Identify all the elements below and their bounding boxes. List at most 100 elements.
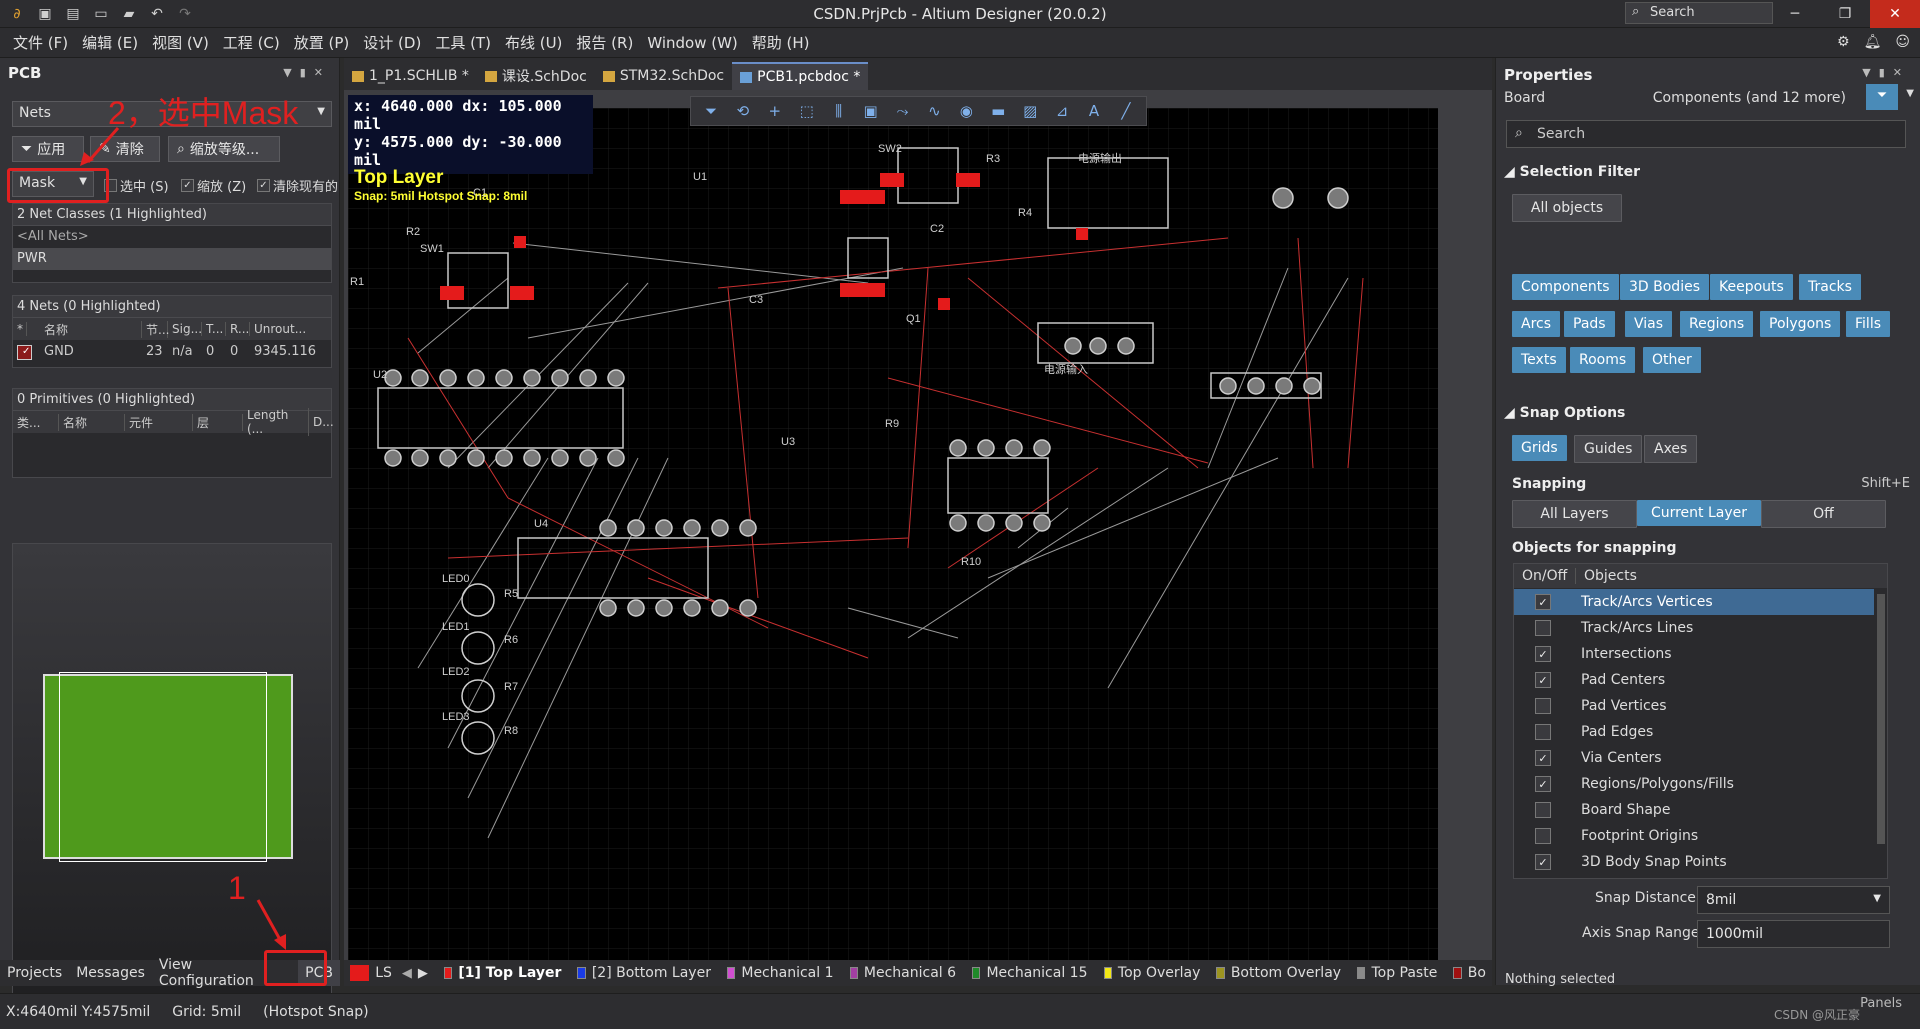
filter-button[interactable]: ⏷: [1866, 84, 1898, 110]
notification-icon[interactable]: 🔔︎: [1863, 34, 1882, 50]
checkbox-box[interactable]: [1535, 724, 1551, 740]
snap-object-row[interactable]: Pad Edges: [1514, 719, 1874, 745]
tab-view-configuration[interactable]: View Configuration: [158, 957, 254, 989]
col-d[interactable]: D...: [313, 415, 334, 429]
layer-tab-mech1[interactable]: Mechanical 1: [741, 965, 834, 981]
mode-select[interactable]: Nets▼: [12, 101, 332, 127]
title-search-input[interactable]: ⌕Search: [1625, 2, 1773, 24]
filter-vias[interactable]: Vias: [1625, 311, 1673, 337]
col-layer[interactable]: 层: [193, 413, 243, 431]
menu-help[interactable]: 帮助 (H): [751, 34, 810, 52]
cross-icon[interactable]: +: [768, 102, 782, 120]
layer-tab-top[interactable]: [1] Top Layer: [458, 965, 562, 981]
filter-3d-bodies[interactable]: 3D Bodies: [1620, 274, 1709, 300]
filter-pads[interactable]: Pads: [1564, 311, 1615, 337]
checkbox-box[interactable]: [1535, 802, 1551, 818]
snap-object-row[interactable]: Track/Arcs Lines: [1514, 615, 1874, 641]
checkbox-box[interactable]: ✓: [1535, 776, 1551, 792]
designator-label[interactable]: C3: [749, 294, 763, 306]
menu-design[interactable]: 设计 (D): [363, 34, 422, 52]
align-icon[interactable]: ⫼: [835, 102, 843, 120]
net-class-item[interactable]: <All Nets>: [17, 229, 89, 244]
net-class-item[interactable]: PWR: [13, 248, 331, 270]
chevron-right-icon[interactable]: ▶: [417, 965, 428, 981]
designator-label[interactable]: R10: [961, 556, 981, 568]
doc-tab-stm32-sch[interactable]: STM32.SchDoc: [595, 62, 732, 90]
checkbox-box[interactable]: [1535, 828, 1551, 844]
designator-label[interactable]: U3: [781, 436, 795, 448]
snap-object-row[interactable]: ✓Via Centers: [1514, 745, 1874, 771]
snap-object-row[interactable]: ✓Track/Arcs Vertices: [1514, 589, 1874, 615]
snap-object-row[interactable]: ✓Regions/Polygons/Fills: [1514, 771, 1874, 797]
col-objects[interactable]: Objects: [1584, 568, 1637, 584]
layer-set-button[interactable]: LS: [375, 965, 392, 981]
line-icon[interactable]: ╱: [1121, 102, 1131, 120]
polygon-icon[interactable]: ▨: [1023, 102, 1038, 120]
designator-label[interactable]: R1: [350, 276, 364, 288]
designator-label[interactable]: LED3: [442, 711, 470, 723]
apply-button[interactable]: ⏷应用: [12, 136, 84, 162]
designator-label[interactable]: R5: [504, 588, 518, 600]
gear-icon[interactable]: ⚙: [1837, 34, 1850, 50]
menu-place[interactable]: 放置 (P): [293, 34, 350, 52]
filter-texts[interactable]: Texts: [1512, 347, 1566, 373]
designator-label[interactable]: R3: [986, 153, 1000, 165]
panel-controls[interactable]: ▼▮✕: [283, 66, 331, 79]
col-name[interactable]: 名称: [40, 320, 142, 338]
checkbox-box[interactable]: ✓: [1535, 854, 1551, 870]
filter-regions[interactable]: Regions: [1680, 311, 1754, 337]
menu-view[interactable]: 视图 (V): [152, 34, 209, 52]
snap-guides-button[interactable]: Guides: [1574, 435, 1643, 463]
checkbox-box[interactable]: ✓: [1535, 672, 1551, 688]
tab-messages[interactable]: Messages: [76, 965, 145, 981]
filter-rooms[interactable]: Rooms: [1570, 347, 1636, 373]
designator-label[interactable]: SW1: [420, 243, 444, 255]
snap-object-row[interactable]: ✓3D Body Snap Points: [1514, 849, 1874, 875]
snap-object-row[interactable]: Board Shape: [1514, 797, 1874, 823]
text-icon[interactable]: A: [1088, 102, 1100, 120]
menu-route[interactable]: 布线 (U): [504, 34, 563, 52]
route-icon[interactable]: ⟲: [736, 102, 750, 120]
diff-pair-icon[interactable]: ∿: [928, 102, 941, 120]
checkbox-box[interactable]: ✓: [1535, 646, 1551, 662]
checkbox-box[interactable]: ✓: [181, 179, 194, 192]
layer-tab-bottom-overlay[interactable]: Bottom Overlay: [1230, 965, 1342, 981]
save-icon[interactable]: ▣: [38, 6, 52, 22]
designator-label[interactable]: 电源输出: [1078, 151, 1122, 165]
snap-distance-select[interactable]: 8mil▼: [1697, 886, 1890, 914]
doc-tab-course-sch[interactable]: 课设.SchDoc: [477, 62, 595, 90]
clear-existing-checkbox[interactable]: ✓清除现有的: [257, 176, 341, 195]
maximize-button[interactable]: ❐: [1838, 6, 1852, 22]
filter-fills[interactable]: Fills: [1846, 311, 1890, 337]
doc-tab-pcb1[interactable]: PCB1.pcbdoc *: [732, 62, 869, 90]
all-objects-button[interactable]: All objects: [1512, 194, 1622, 222]
col-onoff[interactable]: On/Off: [1514, 568, 1576, 584]
layer-tab-mech15[interactable]: Mechanical 15: [986, 965, 1088, 981]
properties-search-input[interactable]: ⌕Search: [1506, 120, 1906, 148]
board-preview[interactable]: [12, 543, 332, 1005]
checkbox-box[interactable]: [1535, 620, 1551, 636]
snap-object-row[interactable]: Footprint Origins: [1514, 823, 1874, 849]
designator-label[interactable]: R2: [406, 226, 420, 238]
redo-icon[interactable]: ↷: [179, 6, 191, 22]
open-project-icon[interactable]: ▰: [123, 6, 135, 22]
undo-icon[interactable]: ↶: [151, 6, 163, 22]
designator-label[interactable]: R4: [1018, 207, 1032, 219]
zoom-checkbox[interactable]: ✓缩放 (Z): [181, 176, 246, 195]
panel-controls[interactable]: ▼▮✕: [1862, 66, 1910, 79]
col-signal[interactable]: Sig...: [168, 322, 202, 336]
user-icon[interactable]: ☺: [1895, 34, 1910, 50]
designator-label[interactable]: R7: [504, 681, 518, 693]
snap-object-row[interactable]: ✓Intersections: [1514, 641, 1874, 667]
layer-tab-top-paste[interactable]: Top Paste: [1371, 965, 1438, 981]
snap-off-button[interactable]: Off: [1761, 500, 1886, 528]
designator-label[interactable]: C2: [930, 223, 944, 235]
snap-all-layers-button[interactable]: All Layers: [1512, 500, 1637, 528]
designator-label[interactable]: SW2: [878, 143, 902, 155]
menu-project[interactable]: 工程 (C): [222, 34, 280, 52]
doc-tab-schlib[interactable]: 1_P1.SCHLIB *: [344, 62, 477, 90]
tab-projects[interactable]: Projects: [7, 965, 63, 981]
interactive-route-icon[interactable]: ⤳: [896, 102, 909, 120]
filter-tracks[interactable]: Tracks: [1799, 274, 1861, 300]
